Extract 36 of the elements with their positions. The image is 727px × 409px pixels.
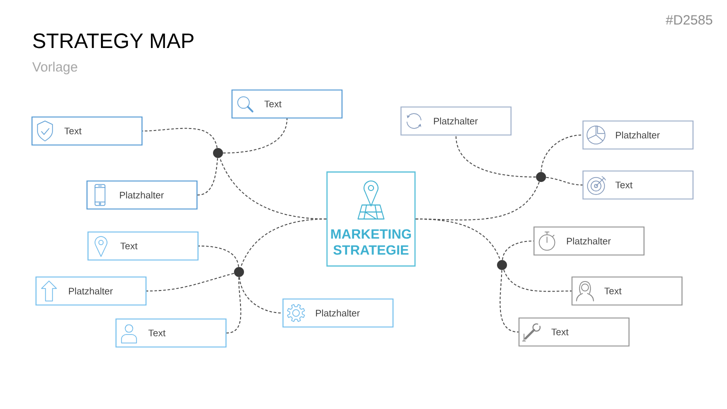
item-box: Text [518, 317, 630, 347]
item-box: Platzhalter [86, 180, 198, 210]
connector [240, 218, 327, 268]
item-box: Text [87, 231, 199, 261]
connector [142, 128, 218, 148]
subtitle: Vorlage [32, 62, 78, 74]
connector [197, 158, 218, 196]
connector [239, 276, 283, 314]
junction-dot [234, 267, 244, 277]
junction-dot [497, 260, 507, 270]
item-box: Text [31, 116, 143, 146]
item-box: Platzhalter [582, 120, 694, 150]
connector [546, 177, 583, 186]
connector [456, 135, 536, 178]
connector [222, 118, 288, 154]
item-box: Platzhalter [35, 276, 147, 306]
connector [540, 134, 583, 172]
connector [502, 240, 534, 260]
connector [226, 276, 242, 334]
connector [146, 272, 234, 292]
item-box: Text [231, 89, 343, 119]
slide-number: #D2585 [666, 15, 712, 25]
item-box: Text [115, 318, 227, 348]
connector [500, 270, 519, 332]
connector [503, 269, 572, 292]
title: STRATEGY MAP [33, 33, 194, 48]
connector [198, 246, 239, 268]
item-box: Platzhalter [282, 298, 394, 328]
connector [415, 218, 501, 261]
item-box: Platzhalter [400, 106, 512, 136]
item-box: Platzhalter [533, 226, 645, 256]
junction-dot [536, 172, 546, 182]
topic-box: MARKETING STRATEGIE [326, 171, 416, 267]
junction-dot [213, 148, 223, 158]
item-box: Text [582, 170, 694, 200]
item-box: Text [571, 276, 683, 306]
